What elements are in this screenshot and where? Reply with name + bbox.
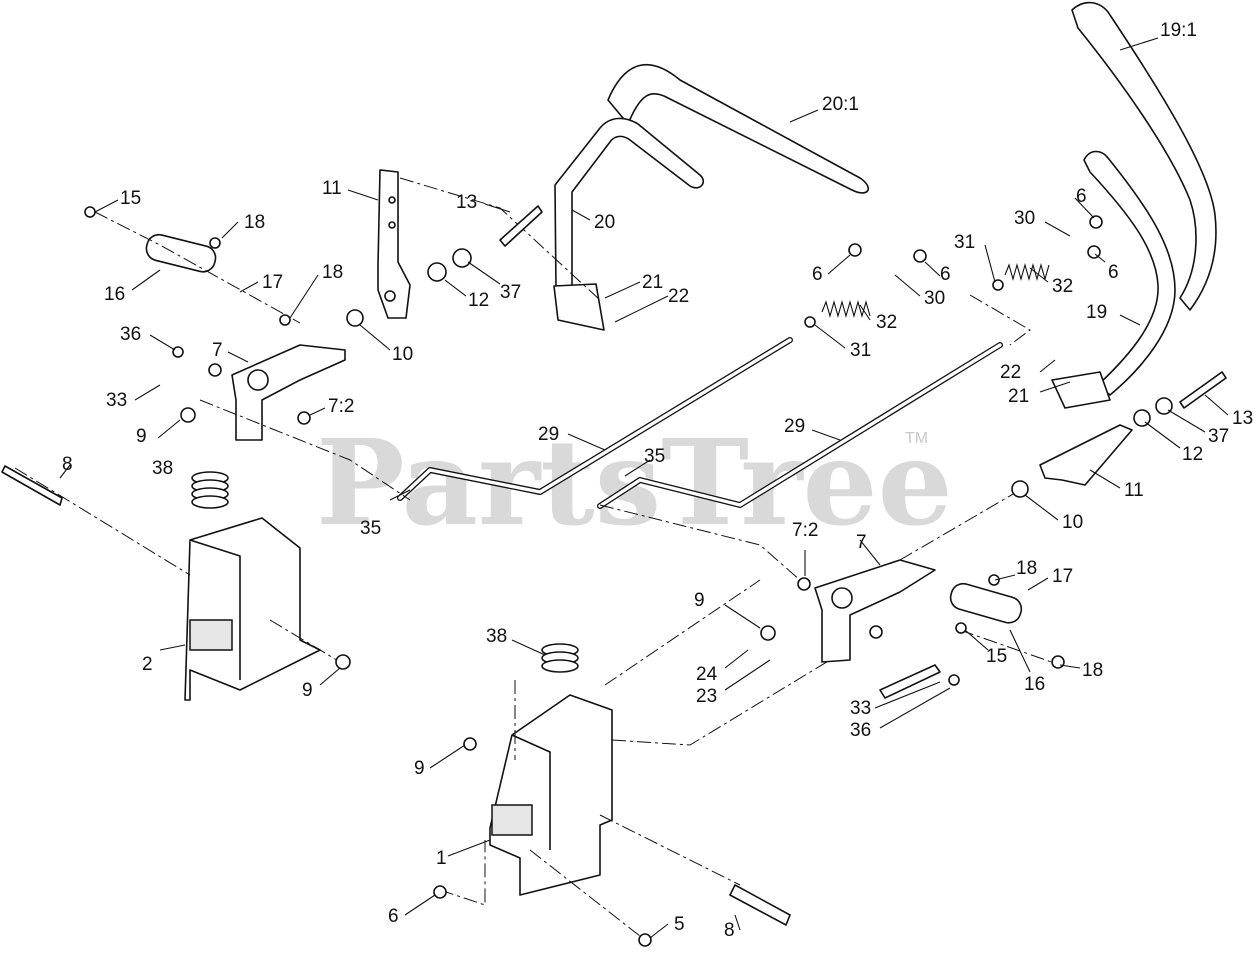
handle-20 bbox=[553, 117, 705, 331]
spring-32-center bbox=[821, 299, 871, 319]
callout: 19 bbox=[1086, 302, 1107, 323]
callout: 5 bbox=[674, 914, 685, 935]
callout: 33 bbox=[850, 698, 871, 719]
watermark-trademark: TM bbox=[905, 430, 928, 447]
callout: 18 bbox=[1082, 660, 1103, 681]
callout: 35 bbox=[644, 446, 665, 467]
pivot-plate-7-right bbox=[814, 559, 936, 663]
callout: 22 bbox=[668, 286, 689, 307]
callout: 18 bbox=[244, 212, 265, 233]
handle-19-1 bbox=[1071, 1, 1217, 311]
handle-19 bbox=[1051, 150, 1176, 409]
callout: 15 bbox=[120, 188, 141, 209]
callout-labels: 19:1 20:1 20 11 13 15 18 16 17 18 12 37 … bbox=[62, 20, 1253, 941]
callout: 29 bbox=[538, 424, 559, 445]
callout: 7:2 bbox=[328, 396, 354, 417]
callout: 22 bbox=[1000, 362, 1021, 383]
damper-16-left bbox=[145, 233, 217, 273]
callout: 32 bbox=[876, 312, 897, 333]
callout: 31 bbox=[954, 232, 975, 253]
callout: 32 bbox=[1052, 276, 1073, 297]
callout: 7:2 bbox=[792, 520, 818, 541]
callout: 17 bbox=[262, 272, 283, 293]
callout: 29 bbox=[784, 416, 805, 437]
lever-arm-11-left bbox=[377, 169, 411, 319]
callout: 18 bbox=[322, 262, 343, 283]
callout: 16 bbox=[1024, 674, 1045, 695]
spring-38-center bbox=[541, 643, 579, 673]
callout: 10 bbox=[392, 344, 413, 365]
rod-29-right bbox=[597, 342, 1003, 509]
callout: 24 bbox=[696, 664, 718, 685]
callout: 6 bbox=[1108, 262, 1119, 283]
spring-32-right bbox=[1004, 262, 1050, 282]
callout: 8 bbox=[724, 920, 735, 941]
callout: 9 bbox=[302, 680, 313, 701]
callout: 16 bbox=[104, 284, 125, 305]
callout: 13 bbox=[456, 192, 477, 213]
assembly-lines bbox=[14, 177, 1061, 941]
callout: 30 bbox=[1014, 208, 1035, 229]
damper-16-right bbox=[949, 582, 1023, 624]
callout: 38 bbox=[152, 458, 173, 479]
callout: 30 bbox=[924, 288, 945, 309]
callout: 13 bbox=[1232, 408, 1253, 429]
spring-38-left bbox=[191, 471, 229, 509]
callout: 18 bbox=[1016, 558, 1037, 579]
callout: 6 bbox=[388, 906, 399, 927]
handle-20-1 bbox=[607, 64, 870, 194]
callout: 7 bbox=[856, 532, 867, 553]
callout: 37 bbox=[500, 282, 521, 303]
callout: 9 bbox=[694, 590, 705, 611]
callout: 10 bbox=[1062, 512, 1083, 533]
callout: 19:1 bbox=[1160, 20, 1197, 41]
callout: 6 bbox=[812, 264, 823, 285]
callout: 9 bbox=[136, 426, 147, 447]
callout: 37 bbox=[1208, 426, 1229, 447]
fasteners bbox=[1, 205, 1227, 947]
callout: 7 bbox=[212, 340, 223, 361]
callout: 8 bbox=[62, 454, 73, 475]
callout: 33 bbox=[106, 390, 127, 411]
callout: 36 bbox=[850, 720, 871, 741]
callout: 12 bbox=[468, 290, 489, 311]
callout: 20 bbox=[594, 212, 615, 233]
callout: 21 bbox=[1008, 386, 1029, 407]
callout: 6 bbox=[940, 264, 951, 285]
pivot-plate-7-left bbox=[231, 344, 346, 441]
bracket-1 bbox=[489, 694, 613, 896]
callout: 36 bbox=[120, 324, 141, 345]
callout: 31 bbox=[850, 340, 871, 361]
callout: 21 bbox=[642, 272, 663, 293]
callout: 11 bbox=[1124, 480, 1144, 501]
callout: 9 bbox=[414, 758, 425, 779]
callout: 23 bbox=[696, 686, 717, 707]
callout: 11 bbox=[322, 178, 342, 199]
callout: 1 bbox=[436, 848, 447, 869]
rod-29-left bbox=[397, 337, 793, 501]
leader-lines bbox=[59, 37, 1229, 939]
callout: 17 bbox=[1052, 566, 1073, 587]
callout: 38 bbox=[486, 626, 507, 647]
callout: 12 bbox=[1182, 444, 1203, 465]
lever-arm-11-right bbox=[1039, 424, 1133, 486]
callout: 6 bbox=[1076, 186, 1087, 207]
callout: 20:1 bbox=[822, 94, 859, 115]
bracket-2 bbox=[184, 517, 321, 701]
callout: 15 bbox=[986, 646, 1007, 667]
callout: 35 bbox=[360, 518, 381, 539]
callout: 2 bbox=[142, 654, 153, 675]
